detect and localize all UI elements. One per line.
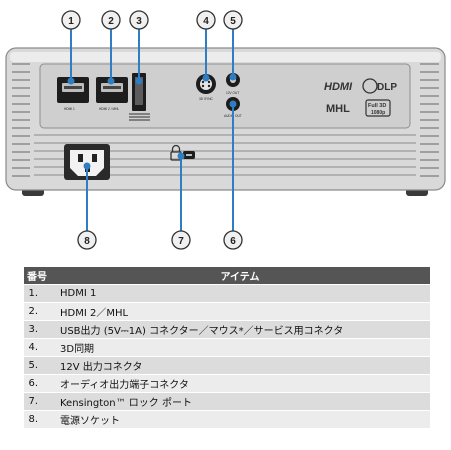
callout-2: 2 xyxy=(101,10,121,30)
row-item: USB出力 (5V⎓1A) コネクター／マウス*／サービス用コネクタ xyxy=(50,320,430,339)
table-row: 1.HDMI 1 xyxy=(24,284,430,303)
projector-rear-diagram: HDMI 1 HDMI 2 / MHL 3D SYNC 12V OUT AUDI… xyxy=(5,10,446,250)
row-item: Kensington™ ロック ポート xyxy=(50,392,430,411)
usb-port[interactable] xyxy=(132,73,146,111)
right-vent xyxy=(420,63,439,177)
svg-text:1: 1 xyxy=(68,16,74,27)
row-number: 2. xyxy=(24,302,50,321)
header-number: 番号 xyxy=(24,267,50,285)
hdmi1-port[interactable] xyxy=(57,77,89,103)
3d-sync-port[interactable] xyxy=(196,74,216,94)
svg-text:8: 8 xyxy=(84,236,90,247)
row-number: 4. xyxy=(24,338,50,357)
svg-text:Full 3D: Full 3D xyxy=(368,103,386,109)
callout-6: 6 xyxy=(223,230,243,250)
row-number: 6. xyxy=(24,374,50,393)
svg-text:7: 7 xyxy=(178,236,184,247)
table-row: 3.USB出力 (5V⎓1A) コネクター／マウス*／サービス用コネクタ xyxy=(24,320,430,339)
row-item: HDMI 1 xyxy=(50,284,430,303)
hdmi2-port-label: HDMI 2 / MHL xyxy=(99,107,119,111)
header-item: アイテム xyxy=(50,267,430,285)
table-row: 4.3D同期 xyxy=(24,338,430,357)
row-item: 電源ソケット xyxy=(50,410,430,429)
svg-text:DLP: DLP xyxy=(377,82,397,93)
hdmi1-port-label: HDMI 1 xyxy=(64,107,75,111)
hdmi2-mhl-port[interactable] xyxy=(96,77,128,103)
table-row: 8.電源ソケット xyxy=(24,410,430,429)
item-table: 番号 アイテム 1.HDMI 1 2.HDMI 2／MHL 3.USB出力 (5… xyxy=(24,267,430,429)
row-number: 1. xyxy=(24,284,50,303)
12v-out-port-label: 12V OUT xyxy=(226,91,239,95)
row-number: 7. xyxy=(24,392,50,411)
3d-sync-port-label: 3D SYNC xyxy=(199,97,214,101)
table-row: 2.HDMI 2／MHL xyxy=(24,302,430,321)
row-item: 3D同期 xyxy=(50,338,430,357)
callout-8: 8 xyxy=(77,230,97,250)
kensington-lock-port[interactable] xyxy=(170,144,195,161)
callout-5: 5 xyxy=(223,10,243,30)
mhl-logo: MHL xyxy=(326,103,350,115)
row-item: HDMI 2／MHL xyxy=(50,302,430,321)
hdmi-logo: HDMI xyxy=(324,81,353,93)
svg-text:6: 6 xyxy=(230,236,236,247)
table-row: 7.Kensington™ ロック ポート xyxy=(24,392,430,411)
row-item: オーディオ出力端子コネクタ xyxy=(50,374,430,393)
io-panel xyxy=(39,63,411,129)
table-row: 5.12V 出力コネクタ xyxy=(24,356,430,375)
row-number: 5. xyxy=(24,356,50,375)
callout-7: 7 xyxy=(171,230,191,250)
full3d-badge: Full 3D 1080p xyxy=(365,99,391,117)
svg-text:4: 4 xyxy=(203,16,209,27)
dlp-logo: DLP xyxy=(362,78,397,94)
left-vent xyxy=(12,63,30,177)
callout-leader-lines xyxy=(67,28,237,232)
svg-text:1080p: 1080p xyxy=(371,110,385,116)
svg-text:5: 5 xyxy=(230,16,236,27)
table-row: 6.オーディオ出力端子コネクタ xyxy=(24,374,430,393)
table-header-row: 番号 アイテム xyxy=(24,267,430,285)
row-number: 3. xyxy=(24,320,50,339)
callout-1: 1 xyxy=(61,10,81,30)
row-item: 12V 出力コネクタ xyxy=(50,356,430,375)
svg-text:2: 2 xyxy=(108,16,114,27)
usb-port-caption-lines xyxy=(129,113,150,121)
callout-4: 4 xyxy=(196,10,216,30)
row-number: 8. xyxy=(24,410,50,429)
callout-3: 3 xyxy=(129,10,149,30)
svg-text:3: 3 xyxy=(136,16,142,27)
